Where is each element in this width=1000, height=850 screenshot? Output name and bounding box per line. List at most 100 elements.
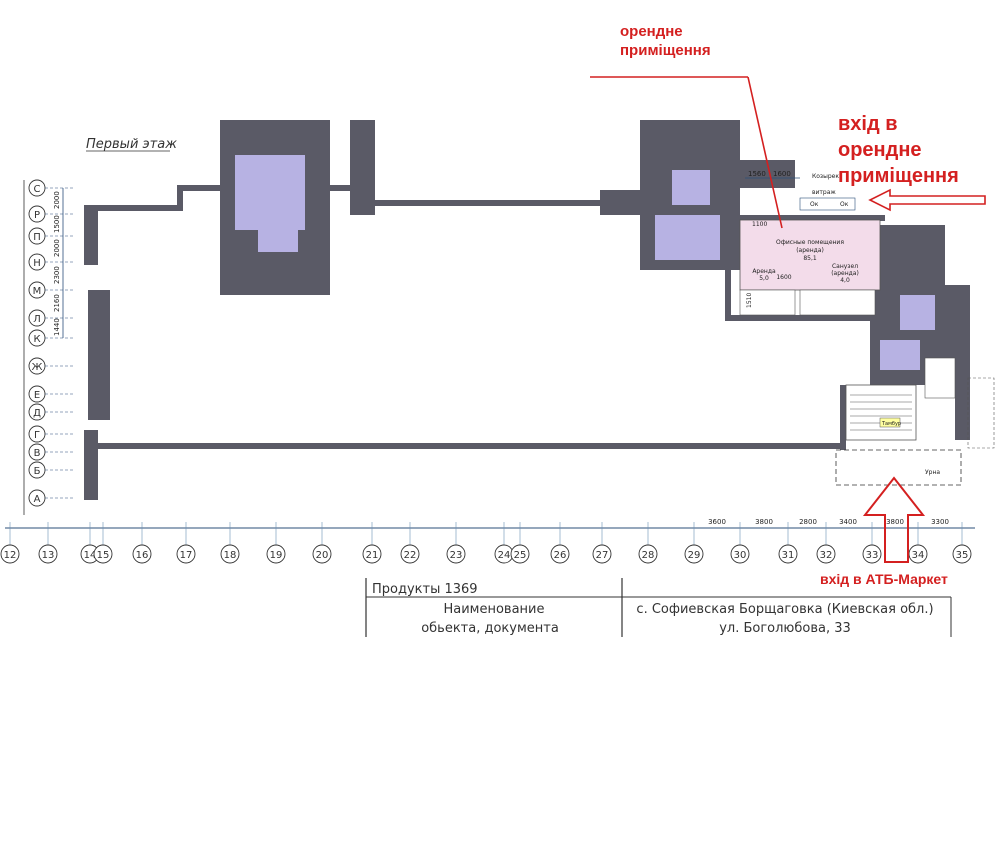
- column-axis-label: 19: [270, 550, 283, 561]
- column-dimension: 3600: [708, 518, 726, 526]
- rental-label-line2: приміщення: [620, 42, 711, 59]
- column-axis-23: 23: [446, 522, 466, 564]
- row-axis-label: Е: [34, 390, 40, 401]
- row-axis-label: М: [33, 286, 42, 297]
- row-axis-label: Н: [33, 258, 41, 269]
- dim-1600: 1600: [773, 170, 791, 178]
- row-axis-6: Л: [28, 309, 75, 327]
- project-name: Продукты 1369: [372, 582, 478, 597]
- column-axis-14: 14: [80, 522, 100, 564]
- row-axis-7: К: [28, 329, 75, 347]
- column-axis-label: 33: [866, 550, 879, 561]
- urna-label: Урна: [925, 469, 940, 476]
- column-axis-26: 26: [550, 522, 570, 564]
- column-axis-31: 31: [778, 522, 798, 564]
- doc-name-line2: обьекта, документа: [421, 621, 559, 636]
- rental-entrance-line1: вхід в: [838, 113, 898, 135]
- bath-rent: (аренда): [831, 270, 859, 277]
- column-axis-label: 20: [316, 550, 329, 561]
- column-axis-label: 14: [84, 550, 97, 561]
- atb-entrance-area: Тамбур Урна: [835, 357, 995, 486]
- column-axis-label: 31: [782, 550, 795, 561]
- row-axis-label: А: [34, 494, 41, 505]
- column-axis-label: 17: [180, 550, 193, 561]
- rental-entrance-arrow: [868, 188, 986, 212]
- row-dimension: 2160: [53, 294, 61, 312]
- ok-label-1: Ок: [810, 201, 819, 208]
- vitrage-label: витраж: [812, 189, 836, 196]
- row-axis-label: В: [34, 448, 41, 459]
- column-axis-17: 17: [176, 522, 196, 564]
- rental-entrance-line2: орендне: [838, 139, 922, 161]
- row-axis-label: С: [34, 184, 41, 195]
- column-axis-15: 15: [93, 522, 113, 564]
- office-rent: (аренда): [796, 247, 824, 254]
- column-axis-27: 27: [592, 522, 612, 564]
- column-axis-label: 26: [554, 550, 567, 561]
- floor-title: Первый этаж: [86, 137, 177, 152]
- address-line2: ул. Боголюбова, 33: [719, 621, 851, 636]
- bath-area: 4,0: [840, 277, 850, 284]
- column-dimension: 3800: [886, 518, 904, 526]
- row-dimension: 2000: [53, 239, 61, 257]
- column-axis-label: 24: [498, 550, 511, 561]
- column-axis-29: 29: [684, 522, 704, 564]
- doc-name-line1: Наименование: [443, 602, 544, 617]
- top-dimensions: 1560 1600: [745, 170, 800, 179]
- column-axis-label: 23: [450, 550, 463, 561]
- address-line1: с. Софиевская Борщаговка (Киевская обл.): [636, 602, 933, 617]
- column-axis-label: 25: [514, 550, 527, 561]
- column-axis-35: 35: [952, 522, 972, 564]
- column-axis-label: 13: [42, 550, 55, 561]
- column-axis-label: 21: [366, 550, 379, 561]
- atb-entrance-arrow: [862, 476, 926, 563]
- column-dimension: 3400: [839, 518, 857, 526]
- column-dimension: 3800: [755, 518, 773, 526]
- row-axis-10: Д: [28, 403, 75, 421]
- column-axis-13: 13: [38, 522, 58, 564]
- column-axis-label: 12: [4, 550, 17, 561]
- column-axis-20: 20: [312, 522, 332, 564]
- row-axis-11: Г: [28, 425, 75, 443]
- office-label: Офисные помещения: [776, 239, 844, 246]
- row-axis-4: Н: [28, 253, 75, 271]
- column-axis-label: 27: [596, 550, 609, 561]
- column-axis-label: 30: [734, 550, 747, 561]
- column-axis-30: 30: [730, 522, 750, 564]
- dim-1600-inner: 1600: [776, 274, 791, 281]
- ok-label-2: Ок: [840, 201, 849, 208]
- column-axis-label: 35: [956, 550, 969, 561]
- column-axis-label: 16: [136, 550, 149, 561]
- rental-office: Офисные помещения (аренда) 85,1 Санузел …: [739, 173, 881, 316]
- column-axis-12: 12: [0, 522, 20, 564]
- column-axis-label: 32: [820, 550, 833, 561]
- column-axis-33: 33: [862, 522, 882, 564]
- row-axis-13: Б: [28, 461, 75, 479]
- rental-entrance-line3: приміщення: [838, 165, 959, 187]
- row-dimension: 2300: [53, 266, 61, 284]
- office-area: 85,1: [803, 255, 817, 262]
- column-dimension: 3300: [931, 518, 949, 526]
- row-axis-3: П: [28, 227, 75, 245]
- column-axis-label: 15: [97, 550, 110, 561]
- column-axis-label: 18: [224, 550, 237, 561]
- column-dimension: 2800: [799, 518, 817, 526]
- row-axis-2: Р: [28, 205, 75, 223]
- row-axis-label: Л: [33, 314, 41, 325]
- rent3-area: 5,0: [759, 275, 769, 282]
- tambur-label: Тамбур: [881, 421, 901, 427]
- column-axis-25: 25: [510, 522, 530, 564]
- row-dimension: 1500: [53, 215, 61, 233]
- column-axis-28: 28: [638, 522, 658, 564]
- row-axis-label: Д: [33, 408, 41, 419]
- column-axis-16: 16: [132, 522, 152, 564]
- row-axis-8: Ж: [28, 357, 75, 375]
- rental-label-line1: орендне: [620, 23, 683, 40]
- column-axis-label: 22: [404, 550, 417, 561]
- column-dimensions: 3600 3800 2800 3400 3800 3300: [708, 518, 949, 526]
- atb-entrance-label: вхід в АТБ-Маркет: [820, 571, 948, 587]
- column-axis-19: 19: [266, 522, 286, 564]
